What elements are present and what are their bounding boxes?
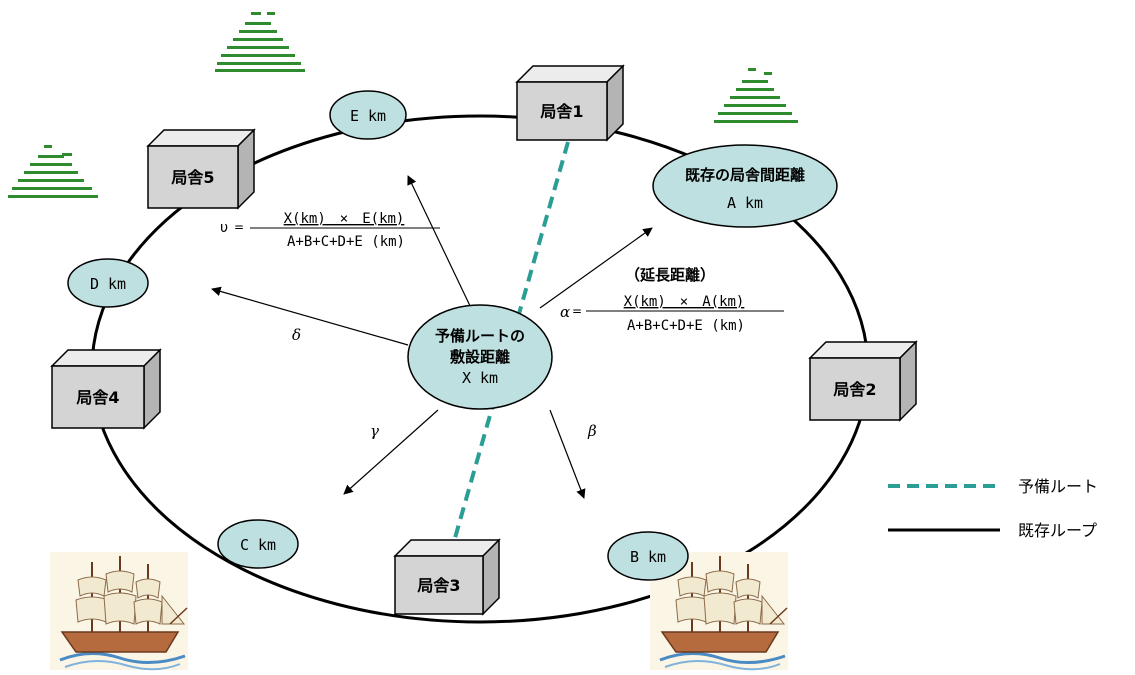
arrow-upsilon bbox=[407, 175, 473, 311]
distance-c-label: C km bbox=[240, 536, 276, 554]
legend-existing-label: 既存ループ bbox=[1018, 521, 1097, 540]
arrow-delta bbox=[211, 286, 409, 346]
distance-a-node: 既存の局舎間距離 A km bbox=[652, 144, 838, 228]
distance-b-label: B km bbox=[630, 548, 666, 566]
station-1: 局舎1 bbox=[515, 64, 625, 142]
station-4-label: 局舎4 bbox=[76, 388, 119, 407]
tree-icon bbox=[215, 12, 305, 72]
formula-alpha-symbol: α bbox=[560, 303, 570, 321]
legend-spare-label: 予備ルート bbox=[1018, 477, 1098, 496]
formula-upsilon-denominator: A+B+C+D+E (km) bbox=[287, 234, 405, 250]
station-2-label: 局舎2 bbox=[833, 380, 876, 399]
formula-alpha: α = X(km) × A(km) A+B+C+D+E (km) bbox=[560, 294, 784, 334]
station-5-label: 局舎5 bbox=[171, 168, 214, 187]
tree-icon bbox=[8, 145, 98, 198]
center-node: 予備ルートの 敷設距離 X km bbox=[407, 304, 553, 410]
formula-upsilon: υ = X(km) × E(km) A+B+C+D+E (km) bbox=[220, 211, 440, 250]
station-4: 局舎4 bbox=[50, 348, 162, 430]
formula-upsilon-numerator: X(km) × E(km) bbox=[284, 211, 405, 227]
formula-alpha-equals: = bbox=[572, 304, 582, 318]
station-3: 局舎3 bbox=[393, 538, 501, 616]
distance-a-title: 既存の局舎間距離 bbox=[685, 166, 805, 184]
center-line2: 敷設距離 bbox=[450, 348, 510, 366]
arrow-beta bbox=[549, 409, 586, 499]
distance-a-value: A km bbox=[727, 194, 763, 212]
delta-label: δ bbox=[292, 326, 301, 344]
tree-icon bbox=[714, 68, 798, 123]
distance-c-node: C km bbox=[217, 519, 299, 569]
legend: 予備ルート 既存ループ bbox=[888, 477, 1098, 540]
distance-d-node: D km bbox=[67, 258, 149, 308]
formula-upsilon-equals: = bbox=[234, 220, 244, 234]
arrow-gamma bbox=[343, 409, 439, 495]
extension-label: （延長距離） bbox=[625, 266, 715, 284]
formula-alpha-numerator: X(km) × A(km) bbox=[624, 294, 745, 310]
distance-e-node: E km bbox=[329, 90, 407, 140]
formula-upsilon-symbol: υ bbox=[220, 220, 228, 236]
center-line3: X km bbox=[462, 369, 498, 387]
center-line1: 予備ルートの bbox=[435, 327, 525, 345]
gamma-label: γ bbox=[370, 422, 379, 440]
station-3-label: 局舎3 bbox=[417, 576, 460, 595]
station-2: 局舎2 bbox=[808, 340, 918, 422]
distance-e-label: E km bbox=[350, 107, 386, 125]
distance-b-node: B km bbox=[607, 531, 689, 581]
ship-icon bbox=[50, 552, 188, 671]
formula-alpha-denominator: A+B+C+D+E (km) bbox=[627, 318, 745, 334]
arrow-alpha bbox=[539, 227, 653, 309]
beta-label: β bbox=[587, 422, 597, 440]
distance-d-label: D km bbox=[90, 275, 126, 293]
station-1-label: 局舎1 bbox=[540, 102, 583, 121]
station-5: 局舎5 bbox=[146, 128, 256, 210]
